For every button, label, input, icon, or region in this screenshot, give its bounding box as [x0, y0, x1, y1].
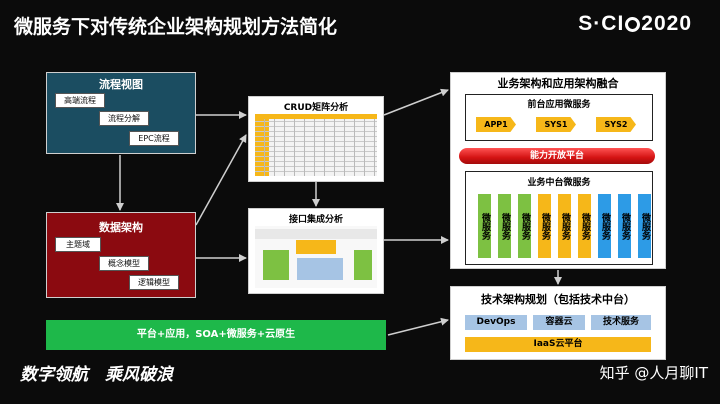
zhihu-watermark: 知乎 @人月聊IT [599, 364, 708, 382]
microservice-block: 微服务 [498, 194, 511, 258]
microservice-block: 微服务 [618, 194, 631, 258]
crud-panel-title: CRUD矩阵分析 [283, 103, 349, 113]
crud-matrix-panel: CRUD矩阵分析 [248, 96, 384, 182]
logo-text-right: 2020 [641, 12, 692, 35]
microservice-block: 微服务 [558, 194, 571, 258]
tech-tag-devops: DevOps [465, 315, 527, 330]
process-item-high-level: 高端流程 [55, 93, 105, 108]
business-app-arch-box: 业务架构和应用架构融合 前台应用微服务 APP1 SYS1 SYS2 能力开放平… [450, 72, 666, 269]
tech-tag-container-cloud: 容器云 [533, 315, 585, 330]
data-item-concept-model: 概念模型 [99, 256, 149, 271]
middle-microservice-box: 业务中台微服务 微服务微服务微服务微服务微服务微服务微服务微服务微服务 [465, 171, 653, 265]
tech-tag-tech-service: 技术服务 [591, 315, 651, 330]
page-title: 微服务下对传统企业架构规划方法简化 [14, 16, 338, 38]
interface-diagram-thumbnail [255, 226, 377, 288]
app-tag-app1: APP1 [476, 117, 516, 132]
interface-integration-panel: 接口集成分析 [248, 208, 384, 294]
iaas-platform-bar: IaaS云平台 [465, 337, 651, 352]
platform-soa-bar: 平台+应用，SOA+微服务+云原生 [46, 320, 386, 350]
logo-text-left: S·CI [578, 12, 625, 35]
sci-2020-logo: S·CI 2020 [578, 12, 692, 36]
microservice-block: 微服务 [598, 194, 611, 258]
business-arch-title: 业务架构和应用架构融合 [497, 77, 619, 90]
crud-matrix-thumbnail [255, 114, 377, 176]
tech-arch-title: 技术架构规划（包括技术中台） [481, 293, 635, 306]
data-structure-title: 数据架构 [99, 221, 143, 234]
front-microservice-title: 前台应用微服务 [527, 100, 591, 110]
interface-panel-title: 接口集成分析 [288, 215, 343, 225]
microservice-block: 微服务 [478, 194, 491, 258]
data-structure-box: 数据架构 主题域 概念模型 逻辑模型 [46, 212, 196, 298]
data-item-subject-domain: 主题域 [55, 237, 101, 252]
microservice-block: 微服务 [538, 194, 551, 258]
microservice-block: 微服务 [638, 194, 651, 258]
front-microservice-box: 前台应用微服务 APP1 SYS1 SYS2 [465, 94, 653, 141]
middle-microservice-title: 业务中台微服务 [527, 178, 591, 188]
microservice-block: 微服务 [578, 194, 591, 258]
process-item-epc: EPC流程 [129, 131, 179, 146]
logo-ring-icon [625, 17, 641, 32]
app-tag-sys1: SYS1 [536, 117, 576, 132]
data-item-logic-model: 逻辑模型 [129, 275, 179, 290]
microservice-block: 微服务 [518, 194, 531, 258]
tech-arch-box: 技术架构规划（包括技术中台） DevOps 容器云 技术服务 IaaS云平台 [450, 286, 666, 360]
process-item-decomposition: 流程分解 [99, 111, 149, 126]
slogan-calligraphy: 数字领航 乘风破浪 [20, 365, 173, 385]
capability-platform-pipe: 能力开放平台 [459, 148, 655, 164]
process-view-box: 流程视图 高端流程 流程分解 EPC流程 [46, 72, 196, 154]
process-view-title: 流程视图 [99, 78, 143, 91]
app-tag-sys2: SYS2 [596, 117, 636, 132]
